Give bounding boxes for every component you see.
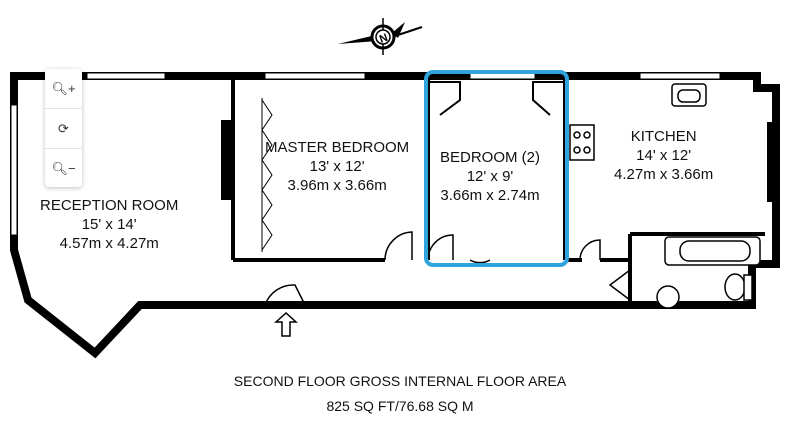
room-size-metric: 4.57m x 4.27m bbox=[59, 235, 159, 252]
room-name: KITCHEN bbox=[630, 128, 697, 145]
zoom-out-icon: 🔍︎− bbox=[51, 160, 76, 176]
fixtures bbox=[274, 83, 761, 337]
chimney-breasts bbox=[221, 120, 779, 202]
compass-letter: N bbox=[378, 32, 390, 46]
room-size-imperial: 13' x 12' bbox=[309, 158, 365, 175]
zoom-in-icon: 🔍︎+ bbox=[51, 80, 76, 96]
room-size-imperial: 12' x 9' bbox=[466, 168, 514, 185]
room-size-metric: 3.66m x 2.74m bbox=[440, 187, 540, 204]
room-name: RECEPTION ROOM bbox=[40, 197, 179, 214]
zoom-in-button[interactable]: 🔍︎+ bbox=[45, 69, 82, 108]
zoom-controls: 🔍︎+ ⟳ 🔍︎− bbox=[45, 69, 82, 187]
room-size-imperial: 15' x 14' bbox=[81, 216, 137, 233]
rotate-button[interactable]: ⟳ bbox=[45, 108, 82, 148]
rotate-icon: ⟳ bbox=[58, 120, 69, 136]
room-label-master-bedroom: MASTER BEDROOM 13' x 12' 3.96m x 3.66m bbox=[265, 138, 409, 195]
room-size-metric: 4.27m x 3.66m bbox=[614, 166, 714, 183]
caption-title: SECOND FLOOR GROSS INTERNAL FLOOR AREA bbox=[233, 373, 567, 389]
room-label-kitchen: KITCHEN 14' x 12' 4.27m x 3.66m bbox=[614, 127, 713, 184]
compass-icon: N bbox=[338, 18, 423, 55]
room-name: BEDROOM (2) bbox=[440, 149, 541, 166]
zoom-out-button[interactable]: 🔍︎− bbox=[45, 148, 82, 188]
bedroom-2-highlight[interactable] bbox=[424, 70, 569, 267]
room-size-metric: 3.96m x 3.66m bbox=[287, 177, 387, 194]
room-label-bedroom-2: BEDROOM (2) 12' x 9' 3.66m x 2.74m bbox=[440, 148, 540, 205]
windows bbox=[10, 72, 721, 236]
room-name: MASTER BEDROOM bbox=[265, 139, 410, 156]
caption-area: 825 SQ FT/76.68 SQ M bbox=[326, 398, 474, 414]
room-label-reception: RECEPTION ROOM 15' x 14' 4.57m x 4.27m bbox=[40, 196, 178, 253]
room-size-imperial: 14' x 12' bbox=[636, 147, 692, 164]
